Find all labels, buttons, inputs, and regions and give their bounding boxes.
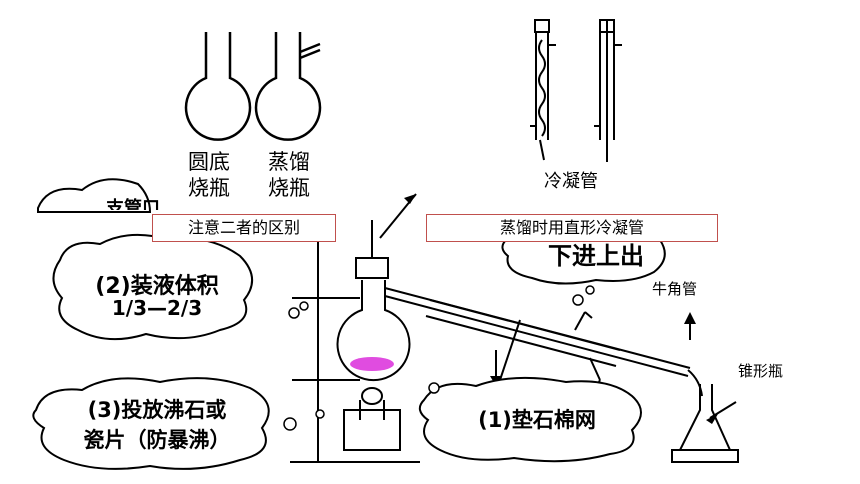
asbestos-gauze-note: (1)垫石棉网 [478, 408, 596, 432]
round-bottom-flask-label-line2: 烧瓶 [188, 176, 230, 200]
partial-note: 支管口处 [106, 198, 160, 210]
distillation-flask-icon [254, 32, 322, 141]
distillation-flask-label-line1: 蒸馏 [268, 150, 310, 174]
liquid-shape [350, 357, 394, 371]
round-bottom-flask-icon [184, 32, 252, 141]
round-bottom-flask-label-line1: 圆底 [188, 150, 230, 174]
bulb-condenser-icon [530, 19, 556, 161]
straight-condenser-icon [594, 19, 622, 162]
adapter-label: 牛角管 [652, 280, 698, 298]
compare-note: 注意二者的区别 [152, 214, 336, 242]
boiling-chips-line2: 瓷片（防暴沸） [83, 428, 231, 452]
flow-direction-note: 下进上出 [548, 242, 644, 270]
boiling-chips-line1: (3)投放沸石或 [87, 398, 227, 422]
erlenmeyer-label: 锥形瓶 [738, 362, 784, 380]
fill-volume-line1: (2)装液体积 [95, 274, 219, 299]
distillation-flask-label-line2: 烧瓶 [268, 176, 310, 200]
straight-condenser-note: 蒸馏时用直形冷凝管 [426, 214, 718, 242]
apparatus-assembly [290, 193, 739, 463]
fill-volume-line2: 1/3—2/3 [111, 296, 203, 320]
condenser-label: 冷凝管 [544, 171, 598, 192]
